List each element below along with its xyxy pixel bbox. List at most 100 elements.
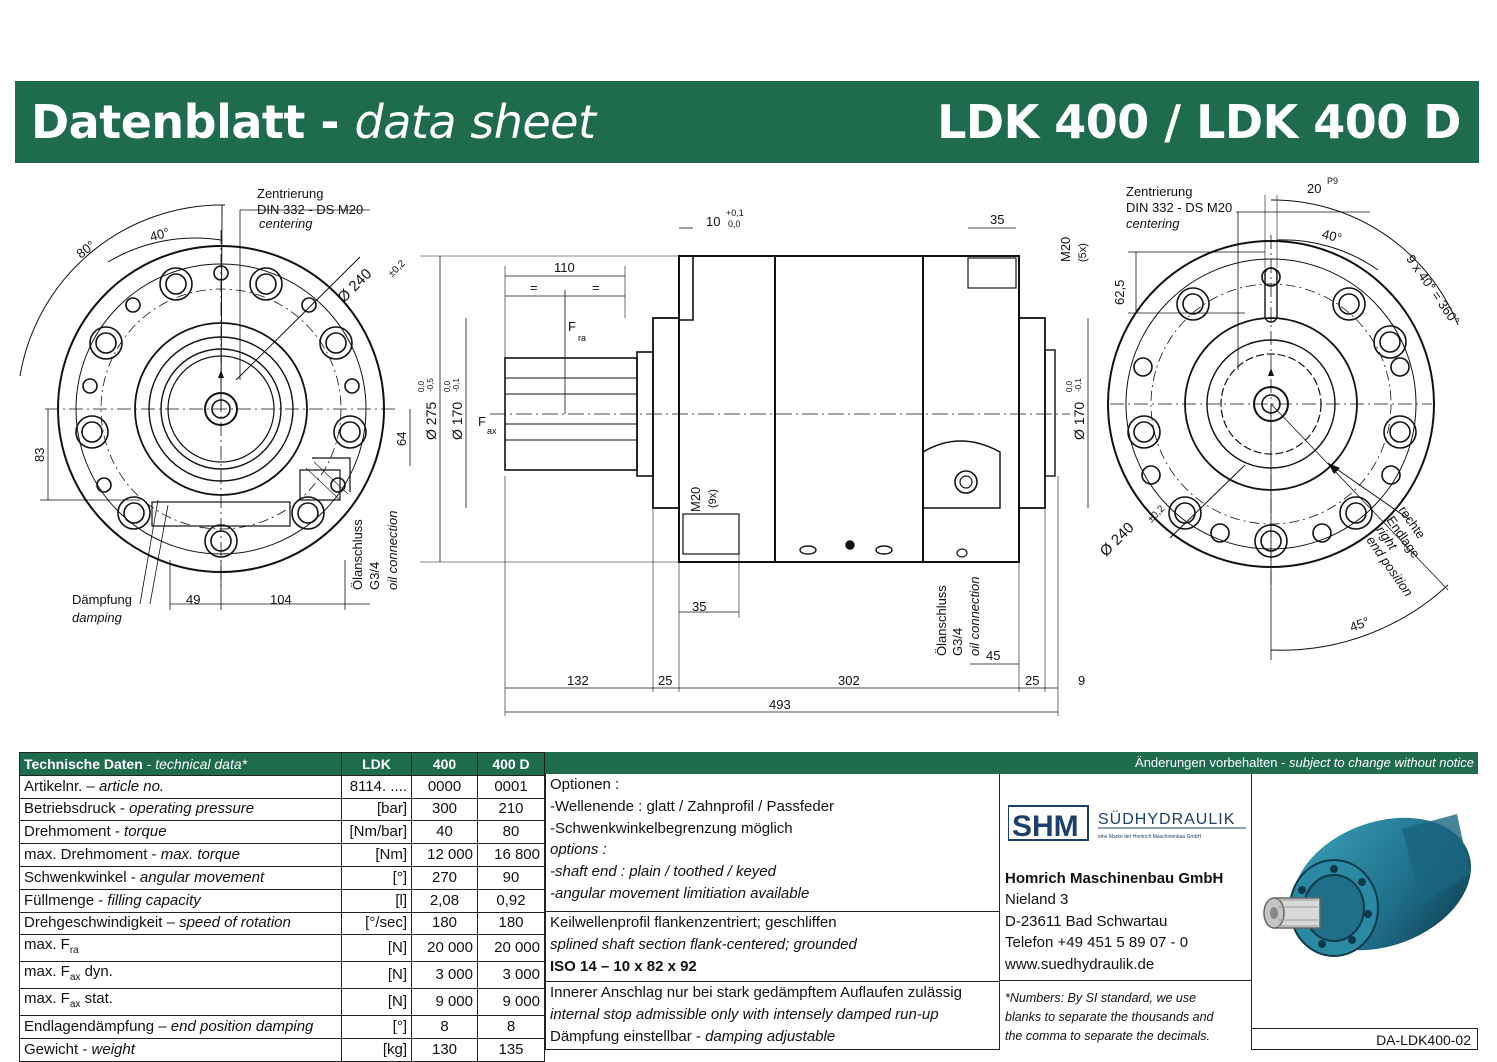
side-d170-left-tol-dn: -0,1 bbox=[452, 378, 461, 392]
stop-de: Innerer Anschlag nur bei stark gedämpfte… bbox=[550, 984, 962, 1001]
right-angle-40: 40° bbox=[1320, 226, 1343, 246]
left-angle-80: 80° bbox=[73, 237, 98, 261]
stop-en: internal stop admissible only with inten… bbox=[550, 1005, 939, 1023]
left-oil-en: oil connection bbox=[385, 511, 400, 591]
side-dim-132: 132 bbox=[567, 673, 589, 688]
spline-en: splined shaft section flank-centered; gr… bbox=[550, 935, 857, 953]
company-phone: Telefon +49 451 5 89 07 - 0 bbox=[1005, 934, 1189, 951]
logo-tagline: eine Marke der Homrich Maschinenbau GmbH bbox=[1098, 834, 1201, 840]
technical-data-table: Technische Daten - technical data* LDK 4… bbox=[19, 752, 545, 1062]
side-m20-top-count: (5x) bbox=[1077, 243, 1089, 262]
side-d170-left-tol-up: 0,0 bbox=[443, 380, 452, 392]
side-eq-right: = bbox=[592, 280, 600, 295]
logo-mark: SHM bbox=[1012, 810, 1079, 843]
header-ldk: LDK bbox=[341, 752, 412, 776]
table-row: Gewicht - weight [kg] 130 135 bbox=[19, 1038, 545, 1062]
table-row: max. Fax dyn. [N] 3 000 3 000 bbox=[19, 961, 545, 990]
side-eq-left: = bbox=[530, 280, 538, 295]
spline-block: Keilwellenprofil flankenzentriert; gesch… bbox=[545, 912, 1000, 982]
right-diameter-tol: ±0,2 bbox=[1146, 503, 1168, 525]
technical-drawing: Zentrierung DIN 332 - DS M20 centering 8… bbox=[19, 176, 1463, 716]
company-city: D-23611 Bad Schwartau bbox=[1005, 913, 1168, 930]
right-angle-45: 45° bbox=[1348, 614, 1372, 635]
side-fax-sub: ax bbox=[487, 426, 497, 436]
side-d275-tol-up: 0,0 bbox=[417, 380, 426, 392]
side-fra-sub: ra bbox=[578, 333, 586, 343]
left-dim-64: 64 bbox=[394, 432, 409, 446]
right-centering-din: DIN 332 - DS M20 bbox=[1126, 200, 1232, 215]
left-dim-104: 104 bbox=[270, 592, 292, 607]
side-dim-35-bottom: 35 bbox=[692, 599, 706, 614]
header-label: Technische Daten - technical data* bbox=[19, 752, 342, 776]
side-dim-302: 302 bbox=[838, 673, 860, 688]
side-oil-thread: G3/4 bbox=[950, 628, 965, 656]
side-dim-493: 493 bbox=[769, 697, 791, 712]
side-dim-35-top: 35 bbox=[990, 212, 1004, 227]
left-oil-de: Ölanschluss bbox=[350, 519, 365, 590]
side-dim-110: 110 bbox=[554, 260, 575, 275]
right-key-tol: P9 bbox=[1327, 176, 1338, 186]
table-row: Artikelnr. – article no. 8114. .... 0000… bbox=[19, 774, 545, 799]
table-row: Betriebsdruck - operating pressure [bar]… bbox=[19, 797, 545, 822]
side-oil-de: Ölanschluss bbox=[934, 585, 949, 656]
side-m20-bottom-count: (9x) bbox=[707, 489, 719, 508]
options-de-1: -Wellenende : glatt / Zahnprofil / Passf… bbox=[550, 797, 835, 815]
side-dim-9: 9 bbox=[1078, 673, 1085, 688]
left-damping-de: Dämpfung bbox=[72, 592, 132, 607]
company-street: Nieland 3 bbox=[1005, 891, 1069, 908]
table-row: max. Fra [N] 20 000 20 000 bbox=[19, 934, 545, 963]
side-d275: Ø 275 bbox=[423, 402, 439, 440]
right-centering-de: Zentrierung bbox=[1126, 184, 1192, 199]
spline-iso: ISO 14 – 10 x 82 x 92 bbox=[550, 957, 697, 975]
logo-name: SÜDHYDRAULIK bbox=[1098, 810, 1235, 828]
right-centering-en: centering bbox=[1126, 216, 1180, 231]
options-block: Optionen : -Wellenende : glatt / Zahnpro… bbox=[545, 774, 1000, 912]
side-dim-10-tol-up: +0,1 bbox=[726, 208, 744, 218]
company-logo: SHM SÜDHYDRAULIK eine Marke der Homrich … bbox=[1008, 805, 1246, 843]
table-header: Technische Daten - technical data* LDK 4… bbox=[19, 752, 545, 776]
side-d275-tol-dn: -0,5 bbox=[426, 378, 435, 392]
right-angle-9x40: 9 x 40° = 360° bbox=[1403, 252, 1463, 328]
front-view-left bbox=[19, 204, 411, 610]
side-dim-25b: 25 bbox=[1025, 673, 1039, 688]
side-dim-10-tol-dn: 0,0 bbox=[728, 219, 741, 229]
side-dim-45: 45 bbox=[986, 648, 1000, 663]
left-centering-en: centering bbox=[259, 216, 313, 231]
side-dim-25a: 25 bbox=[658, 673, 672, 688]
side-m20-bottom: M20 bbox=[688, 487, 703, 512]
spline-de: Keilwellenprofil flankenzentriert; gesch… bbox=[550, 914, 837, 931]
left-diameter-tol: ±0,2 bbox=[386, 258, 408, 280]
stop-block: Innerer Anschlag nur bei stark gedämpfte… bbox=[545, 982, 1000, 1050]
change-notice: Änderungen vorbehalten - subject to chan… bbox=[545, 752, 1478, 774]
options-en-2: -angular movement limitiation available bbox=[550, 884, 810, 902]
model-title: LDK 400 / LDK 400 D bbox=[937, 95, 1461, 149]
product-image bbox=[1263, 814, 1472, 957]
damping-line: Dämpfung einstellbar - damping adjustabl… bbox=[550, 1027, 836, 1045]
company-name: Homrich Maschinenbau GmbH bbox=[1005, 870, 1224, 887]
page-title: Datenblatt - data sheet bbox=[31, 95, 596, 149]
side-fax: F bbox=[478, 414, 486, 429]
document-number: DA-LDK400-02 bbox=[1252, 1028, 1478, 1050]
side-d170-right: Ø 170 bbox=[1071, 402, 1087, 440]
table-row: Füllmenge - filling capacity [l] 2,08 0,… bbox=[19, 888, 545, 913]
header-400d: 400 D bbox=[477, 752, 545, 776]
left-angle-40: 40° bbox=[148, 225, 171, 245]
table-row: max. Fax stat. [N] 9 000 9 000 bbox=[19, 988, 545, 1017]
left-centering-din: DIN 332 - DS M20 bbox=[257, 202, 363, 217]
options-de-2: -Schwenkwinkelbegrenzung möglich bbox=[550, 819, 793, 837]
side-d170-left: Ø 170 bbox=[449, 402, 465, 440]
left-centering-de: Zentrierung bbox=[257, 186, 323, 201]
company-web[interactable]: www.suedhydraulik.de bbox=[1005, 956, 1155, 973]
side-view bbox=[420, 227, 1089, 716]
left-damping-en: damping bbox=[72, 610, 123, 625]
front-view-right bbox=[1107, 195, 1459, 660]
side-d170-right-tol-up: 0,0 bbox=[1065, 380, 1074, 392]
left-oil-thread: G3/4 bbox=[367, 562, 382, 590]
header-400: 400 bbox=[411, 752, 478, 776]
left-dim-83: 83 bbox=[32, 448, 47, 462]
table-row: Endlagendämpfung – end position damping … bbox=[19, 1015, 545, 1040]
right-diameter: Ø 240 bbox=[1097, 519, 1138, 560]
options-en-1: -shaft end : plain / toothed / keyed bbox=[550, 863, 776, 881]
left-diameter: Ø 240 bbox=[334, 265, 375, 306]
table-row: max. Drehmoment - max. torque [Nm] 12 00… bbox=[19, 843, 545, 867]
